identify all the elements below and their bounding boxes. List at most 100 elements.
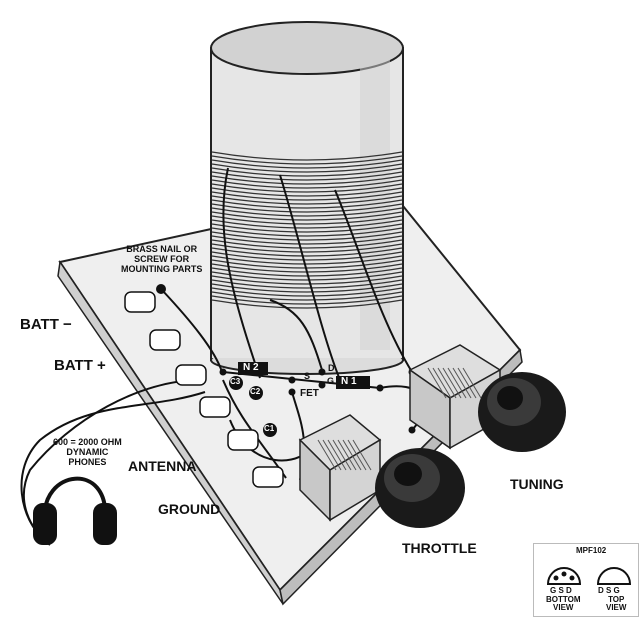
capacitor-plate xyxy=(432,367,452,399)
capacitor-plate xyxy=(437,367,457,399)
n2-label: N 2 xyxy=(243,362,259,373)
brass-nail-wire xyxy=(161,289,223,373)
capacitor-plate xyxy=(452,367,472,399)
coil-turn xyxy=(211,183,403,193)
bottom-view-package xyxy=(546,567,582,585)
fet-label: FET xyxy=(300,388,319,399)
capacitor-c1 xyxy=(263,423,277,437)
capacitor-plate xyxy=(337,439,357,471)
c2-label: C2 xyxy=(250,387,261,396)
coil-turn xyxy=(211,239,403,249)
coil-form xyxy=(210,21,404,375)
coil-turn xyxy=(211,247,403,257)
coil-turn xyxy=(211,187,403,197)
coil-turn xyxy=(211,171,403,181)
coil-turn xyxy=(211,227,403,237)
throttle-capacitor xyxy=(298,414,382,522)
phones-line-1: 600 = 2000 OHM xyxy=(53,437,122,447)
capacitor-c2 xyxy=(249,386,263,400)
antenna-label: ANTENNA xyxy=(128,458,197,474)
tuning-label: TUNING xyxy=(510,476,564,492)
capacitor-plate xyxy=(327,439,347,471)
batt-minus-label: BATT − xyxy=(20,316,72,333)
bottom-view-label: BOTTOM VIEW xyxy=(546,596,581,612)
phones-label: 600 = 2000 OHM DYNAMIC PHONES xyxy=(53,437,122,467)
coil-turn xyxy=(211,271,403,281)
coil-turn xyxy=(211,159,403,169)
bottom-view-line-2: VIEW xyxy=(553,603,574,612)
capacitor-plate xyxy=(462,367,482,399)
capacitor-plate xyxy=(427,367,447,399)
fet-g-label: G xyxy=(327,376,335,386)
brass-nail-line-1: BRASS NAIL OR xyxy=(126,244,198,254)
top-view-package xyxy=(596,567,632,585)
top-view-line-2: VIEW xyxy=(606,603,627,612)
capacitor-plate xyxy=(457,367,477,399)
coil-turn xyxy=(211,207,403,217)
coil-turn xyxy=(211,151,403,161)
components xyxy=(229,362,370,437)
coil-turn xyxy=(211,279,403,289)
c3-label: C3 xyxy=(230,377,241,386)
c1-label: C1 xyxy=(264,424,275,433)
coil-turn xyxy=(211,267,403,277)
terminal-strip xyxy=(124,291,284,488)
capacitor-plate xyxy=(342,439,362,471)
coil-turn xyxy=(211,155,403,165)
coil-turn xyxy=(211,275,403,285)
coil-lead-3 xyxy=(334,189,413,373)
coil-turn xyxy=(211,251,403,261)
coil-turn xyxy=(211,175,403,185)
diode-n1 xyxy=(336,376,370,389)
coil-turn xyxy=(211,231,403,241)
throttle-knob xyxy=(375,448,465,528)
top-pins-label: D S G xyxy=(598,586,620,595)
capacitor-plate xyxy=(332,439,352,471)
terminal-ground xyxy=(252,466,284,488)
bottom-pins-label: G S D xyxy=(550,586,572,595)
top-view-line-1: TOP xyxy=(608,595,625,604)
coil-turn xyxy=(211,223,403,233)
coil-lead-1 xyxy=(222,167,261,379)
diode-n2 xyxy=(238,362,268,375)
n1-label: N 1 xyxy=(341,376,357,387)
capacitor-plate xyxy=(352,439,372,471)
terminal-phone-1 xyxy=(175,364,207,386)
coil-turn xyxy=(211,255,403,265)
phones-line-2: DYNAMIC xyxy=(66,447,109,457)
ground-label: GROUND xyxy=(158,501,221,517)
top-view-label: TOP VIEW xyxy=(606,596,626,612)
coil-turn xyxy=(211,215,403,225)
terminal-batt-plus xyxy=(149,329,181,351)
junctions xyxy=(219,368,416,434)
terminal-phone-2 xyxy=(199,396,231,418)
coil-turn xyxy=(211,235,403,245)
pinout-drawing xyxy=(546,567,632,585)
brass-nail xyxy=(156,284,166,294)
coil-lead-4 xyxy=(269,299,323,371)
terminal-batt-minus xyxy=(124,291,156,313)
phones-line-3: PHONES xyxy=(68,457,107,467)
capacitor-c3 xyxy=(229,376,243,390)
capacitor-plate xyxy=(442,367,462,399)
coil-turn xyxy=(211,199,403,209)
coil-lead-2 xyxy=(279,174,341,381)
coil-turn xyxy=(211,295,403,305)
fet-d-label: D xyxy=(328,363,335,373)
phone-cord-2 xyxy=(22,379,201,546)
capacitor-plate xyxy=(347,439,367,471)
coil-turn xyxy=(211,219,403,229)
capacitor-plate xyxy=(322,439,342,471)
coil-turn xyxy=(211,211,403,221)
terminal-antenna xyxy=(227,429,259,451)
tuning-knob xyxy=(478,372,566,452)
coil-turn xyxy=(211,195,403,205)
batt-plus-label: BATT + xyxy=(54,357,106,374)
coil-turn xyxy=(211,179,403,189)
coil-turn xyxy=(211,163,403,173)
brass-nail-line-2: SCREW FOR xyxy=(134,254,190,264)
coil-turn xyxy=(211,191,403,201)
coil-turn xyxy=(211,167,403,177)
coil-turn xyxy=(211,259,403,269)
